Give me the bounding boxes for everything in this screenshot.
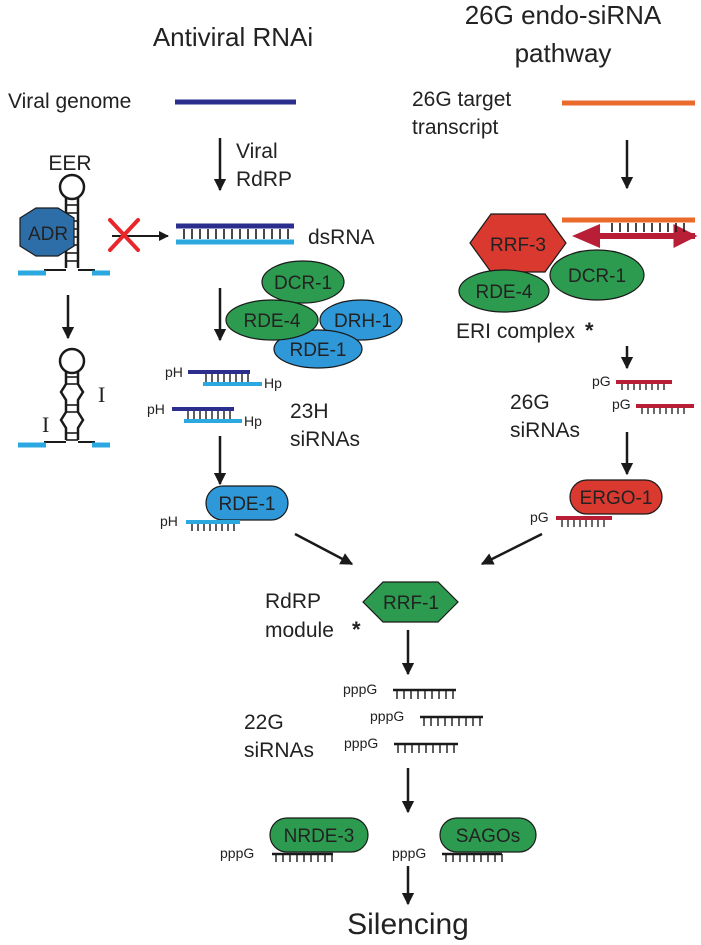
rde4-protein-right [458, 269, 550, 313]
sagos-protein [439, 817, 537, 853]
arrow-rde1-to-rrf1 [294, 532, 354, 566]
label-nrde3: NRDE-3 [284, 826, 355, 847]
title-26g-pathway-line2: pathway [515, 38, 612, 68]
sirna-26g-2 [636, 404, 694, 414]
label-dcr1-right: DCR-1 [568, 266, 626, 287]
ergo1-protein [569, 479, 663, 515]
rde4-protein-left [225, 299, 319, 341]
edited-hairpin [18, 347, 110, 448]
nrde3-protein [269, 817, 369, 853]
sagos-guide-strand [442, 852, 503, 862]
eri-asterisk: * [585, 318, 594, 343]
label-hp-1: Hp [264, 375, 282, 391]
label-viral-rdrp-line1: Viral [236, 140, 278, 163]
dsrna-duplex [176, 223, 294, 245]
label-26g-line2: siRNAs [510, 419, 580, 442]
label-ph-1: pH [165, 364, 183, 380]
label-ph-3: pH [160, 513, 178, 529]
sirna-26g-1 [616, 380, 672, 390]
sirna-duplex-23h-2 [172, 407, 242, 423]
label-pg-2: pG [612, 396, 631, 412]
ergo1-guide-strand [556, 516, 612, 527]
target-duplex [562, 217, 698, 248]
adr-protein [19, 207, 75, 257]
rdrp-asterisk: * [352, 617, 361, 642]
label-23h-line1: 23H [290, 400, 329, 423]
label-silencing: Silencing [347, 908, 469, 941]
block-cross-icon [108, 218, 140, 252]
rde1-protein-complex [273, 329, 363, 369]
label-26g-line1: 26G [510, 391, 550, 414]
label-pg-1: pG [592, 373, 611, 389]
label-hp-2: Hp [244, 413, 262, 429]
label-eri-complex: ERI complex [456, 320, 576, 343]
label-dsrna: dsRNA [308, 226, 375, 249]
label-dcr1-left: DCR-1 [274, 273, 332, 294]
arrow-ergo1-to-rrf1 [480, 532, 543, 566]
label-pppg-nrde3: pppG [220, 845, 254, 861]
label-rrf1: RRF-1 [383, 593, 439, 614]
title-antiviral-rnai: Antiviral RNAi [153, 22, 313, 52]
sirna-duplex-23h-1 [188, 370, 262, 386]
rde1-guide-strand [186, 520, 240, 531]
label-rde4-right: RDE-4 [475, 282, 532, 303]
sirna-22g-2 [420, 715, 483, 726]
dcr1-protein-left [261, 260, 345, 304]
label-viral-genome: Viral genome [8, 90, 131, 113]
label-ph-2: pH [147, 401, 165, 417]
label-ergo1: ERGO-1 [580, 488, 653, 509]
label-adr: ADR [28, 224, 68, 245]
sirna-22g-3 [394, 742, 458, 753]
label-rde1-complex: RDE-1 [289, 340, 346, 361]
label-22g-line2: siRNAs [244, 739, 314, 762]
label-rde4-left: RDE-4 [243, 311, 300, 332]
label-pppg-1: pppG [343, 681, 377, 697]
label-drh1: DRH-1 [334, 311, 392, 332]
label-eer: EER [48, 152, 91, 175]
label-pg-3: pG [530, 509, 549, 525]
label-23h-line2: siRNAs [290, 428, 360, 451]
label-target-line1: 26G target [412, 88, 511, 111]
rrf1-protein [362, 581, 459, 623]
drh1-protein [319, 299, 403, 341]
label-inosine-lower: I [42, 412, 49, 437]
label-inosine-upper: I [98, 382, 105, 407]
label-pppg-sagos: pppG [392, 845, 426, 861]
label-viral-rdrp-line2: RdRP [236, 168, 292, 191]
label-rdrp-module-line2: module [265, 619, 334, 642]
label-rrf3: RRF-3 [490, 235, 546, 256]
label-rdrp-module-line1: RdRP [265, 590, 321, 613]
label-22g-line1: 22G [244, 711, 284, 734]
label-target-line2: transcript [412, 116, 499, 139]
title-26g-pathway-line1: 26G endo-siRNA [465, 0, 662, 30]
label-pppg-3: pppG [344, 735, 378, 751]
sirna-22g-1 [393, 688, 456, 699]
label-pppg-2: pppG [370, 708, 404, 724]
dcr1-protein-right [549, 249, 645, 301]
rde1-protein-loaded [205, 485, 289, 521]
label-sagos: SAGOs [456, 826, 520, 847]
nrde3-guide-strand [272, 852, 333, 862]
label-rde1-loaded: RDE-1 [218, 494, 275, 515]
